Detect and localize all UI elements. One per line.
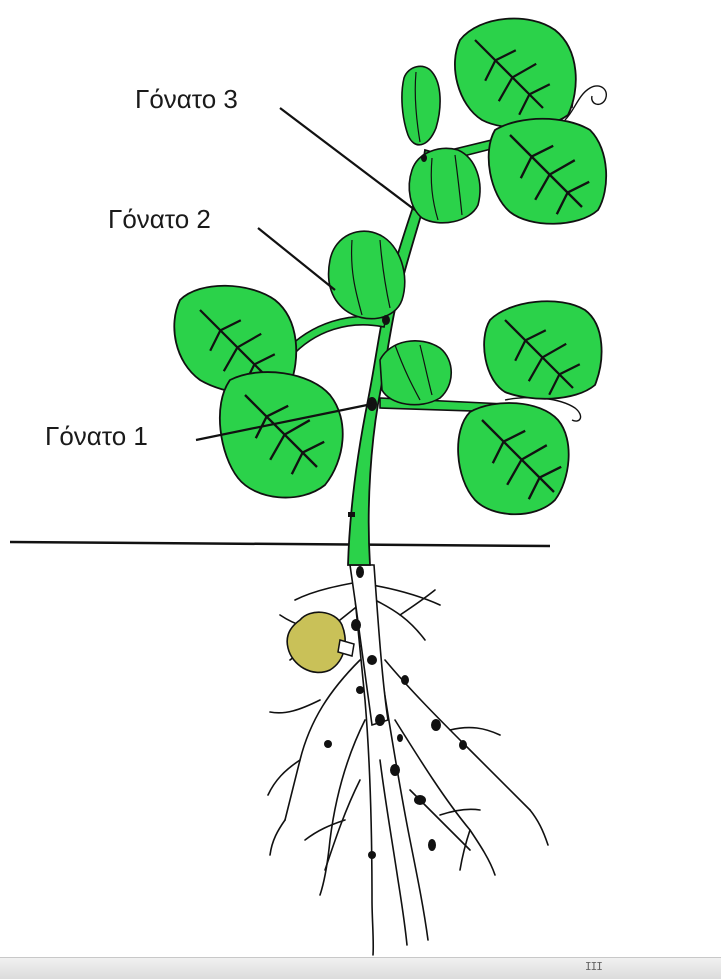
node-2-leader (258, 228, 335, 290)
leaf (458, 403, 569, 514)
plant-diagram: Γόνατο 3 Γόνατο 2 Γόνατο 1 (0, 0, 721, 957)
stipule-node-1 (380, 341, 451, 405)
petiole-left (284, 316, 386, 358)
leaves (174, 19, 606, 515)
apical-bud (402, 66, 440, 145)
taproot (350, 565, 388, 725)
leaf (489, 119, 607, 224)
stipule-node-3 (409, 148, 480, 222)
stipule-node-2 (329, 231, 405, 319)
status-bar: III (0, 957, 721, 979)
node-2-label: Γόνατο 2 (108, 204, 211, 234)
leaf (220, 372, 343, 497)
root-nodules (324, 566, 467, 859)
resize-grip-icon[interactable]: III (585, 960, 602, 973)
node-1-label: Γόνατο 1 (45, 421, 148, 451)
ground-line (10, 542, 550, 546)
node-3-leader (280, 108, 415, 210)
seed (287, 612, 345, 672)
leaf (455, 19, 576, 128)
leaf (484, 301, 601, 399)
node-3-label: Γόνατο 3 (135, 84, 238, 114)
